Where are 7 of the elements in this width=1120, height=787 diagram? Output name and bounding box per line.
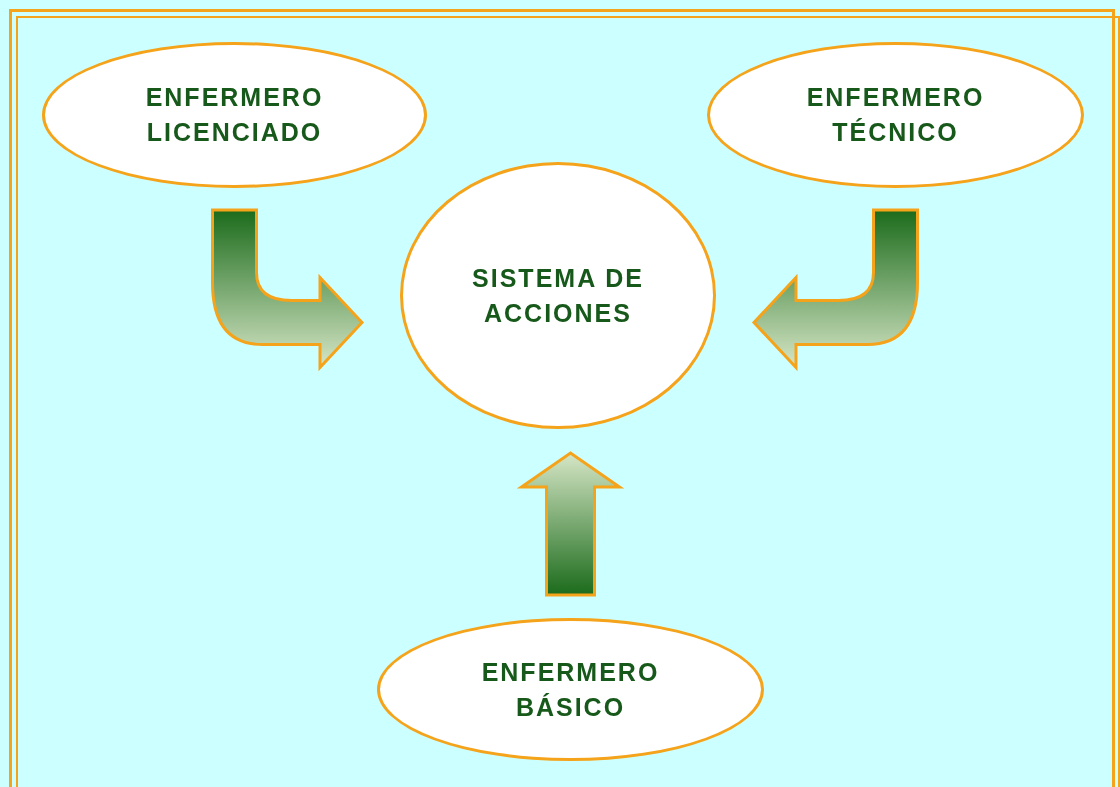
node-label: ENFERMERO TÉCNICO	[805, 82, 986, 148]
node-label: ENFERMERO LICENCIADO	[144, 82, 325, 148]
block-arrow	[516, 451, 625, 597]
block-arrow	[211, 208, 364, 369]
node-label: ENFERMERO BÁSICO	[480, 656, 661, 723]
block-arrow	[752, 208, 919, 369]
node-label: SISTEMA DE ACCIONES	[471, 262, 645, 329]
